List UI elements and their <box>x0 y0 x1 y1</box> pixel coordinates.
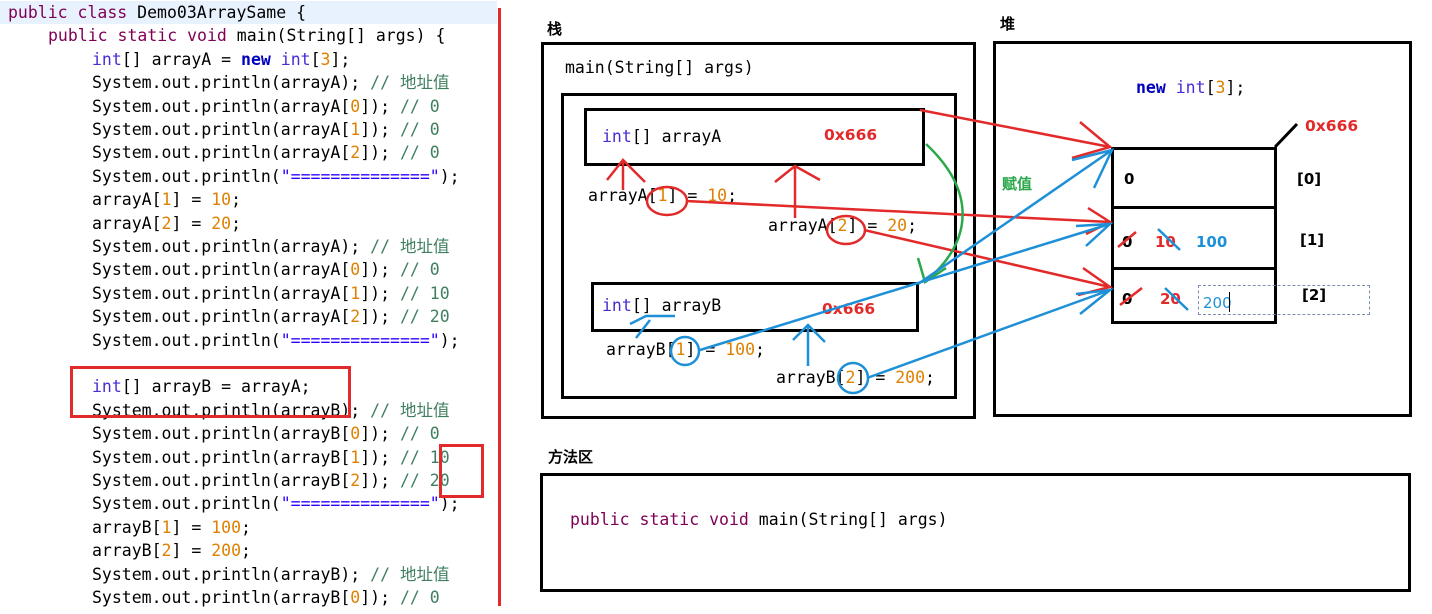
code-line[interactable]: arrayA[2] = 20; <box>92 213 242 233</box>
cell-0-index: [0] <box>1297 170 1322 188</box>
highlight-values <box>439 444 484 498</box>
highlight-arrayB-assign <box>70 366 351 418</box>
code-line[interactable]: System.out.println(arrayA[2]); // 20 <box>92 307 450 327</box>
arrayB-decl: int[] arrayB <box>602 296 722 315</box>
method-area-label: 方法区 <box>548 448 594 466</box>
stack-label: 栈 <box>547 20 563 38</box>
arrayB-addr: 0x666 <box>822 300 876 318</box>
code-editor[interactable]: public class Demo03ArraySame {public sta… <box>0 0 497 614</box>
code-line[interactable]: System.out.println(arrayB[1]); // 10 <box>92 447 450 467</box>
code-line[interactable]: System.out.println(arrayA); // 地址值 <box>92 73 450 93</box>
stmt-arrayA-2: arrayA[2] = 20; <box>768 216 918 235</box>
main-frame-label: main(String[] args) <box>565 58 754 77</box>
code-line[interactable]: arrayB[2] = 200; <box>92 541 251 561</box>
code-line[interactable]: System.out.println("=============="); <box>92 166 460 186</box>
assign-label: 赋值 <box>1002 175 1033 193</box>
cell-1-value-orig: 0 <box>1122 233 1133 251</box>
code-line[interactable]: System.out.println(arrayB); // 地址值 <box>92 564 450 584</box>
code-line[interactable]: arrayB[1] = 100; <box>92 517 251 537</box>
cell-1-value-100: 100 <box>1196 233 1228 251</box>
cell-2-value-20: 20 <box>1160 290 1181 308</box>
text-edit-selection[interactable] <box>1198 285 1370 315</box>
code-line[interactable]: System.out.println(arrayA[1]); // 0 <box>92 120 440 139</box>
heap-addr: 0x666 <box>1305 117 1359 135</box>
code-line[interactable]: arrayA[1] = 10; <box>92 190 242 210</box>
code-line[interactable]: System.out.println(arrayA[1]); // 10 <box>92 283 450 303</box>
code-line[interactable]: System.out.println(arrayB[0]); // 0 <box>92 588 440 607</box>
text-cursor <box>1229 292 1230 312</box>
code-line[interactable]: System.out.println(arrayA); // 地址值 <box>92 237 450 256</box>
cell-2-index: [2] <box>1302 286 1327 304</box>
stmt-arrayB-2: arrayB[2] = 200; <box>776 368 935 387</box>
code-line[interactable]: System.out.println("=============="); <box>92 330 460 350</box>
method-area-box <box>540 473 1411 592</box>
stmt-arrayA-1: arrayA[1] = 10; <box>588 186 738 205</box>
code-line[interactable]: System.out.println(arrayB[0]); // 0 <box>92 424 440 444</box>
pane-divider <box>498 8 501 606</box>
code-line[interactable]: public class Demo03ArraySame { <box>0 1 497 25</box>
method-signature: public static void main(String[] args) <box>570 510 948 529</box>
code-line[interactable]: System.out.println(arrayA[0]); // 0 <box>92 260 440 280</box>
arrayA-decl: int[] arrayA <box>602 127 722 146</box>
new-expr: new int[3]; <box>1136 78 1246 97</box>
arrayA-addr: 0x666 <box>824 126 878 144</box>
code-line[interactable]: int[] arrayB = arrayA; <box>92 377 311 397</box>
code-line[interactable]: public static void main(String[] args) { <box>48 26 446 46</box>
stmt-arrayB-1: arrayB[1] = 100; <box>606 340 765 359</box>
heap-cell-0 <box>1111 147 1277 209</box>
code-line[interactable]: System.out.println(arrayB[2]); // 20 <box>92 471 450 490</box>
cell-2-value-orig: 0 <box>1122 290 1133 308</box>
code-line[interactable]: System.out.println("=============="); <box>92 494 460 514</box>
heap-cell-1 <box>1111 206 1277 270</box>
code-line[interactable]: System.out.println(arrayA[0]); // 0 <box>92 96 440 116</box>
cell-2-value-200[interactable]: 200 <box>1203 294 1232 312</box>
code-line[interactable]: int[] arrayA = new int[3]; <box>92 49 351 69</box>
cell-1-value-10: 10 <box>1155 233 1176 251</box>
code-line[interactable]: System.out.println(arrayA[2]); // 0 <box>92 143 440 163</box>
cell-1-index: [1] <box>1300 231 1325 249</box>
cell-0-value: 0 <box>1124 170 1135 188</box>
heap-label: 堆 <box>1000 15 1016 33</box>
